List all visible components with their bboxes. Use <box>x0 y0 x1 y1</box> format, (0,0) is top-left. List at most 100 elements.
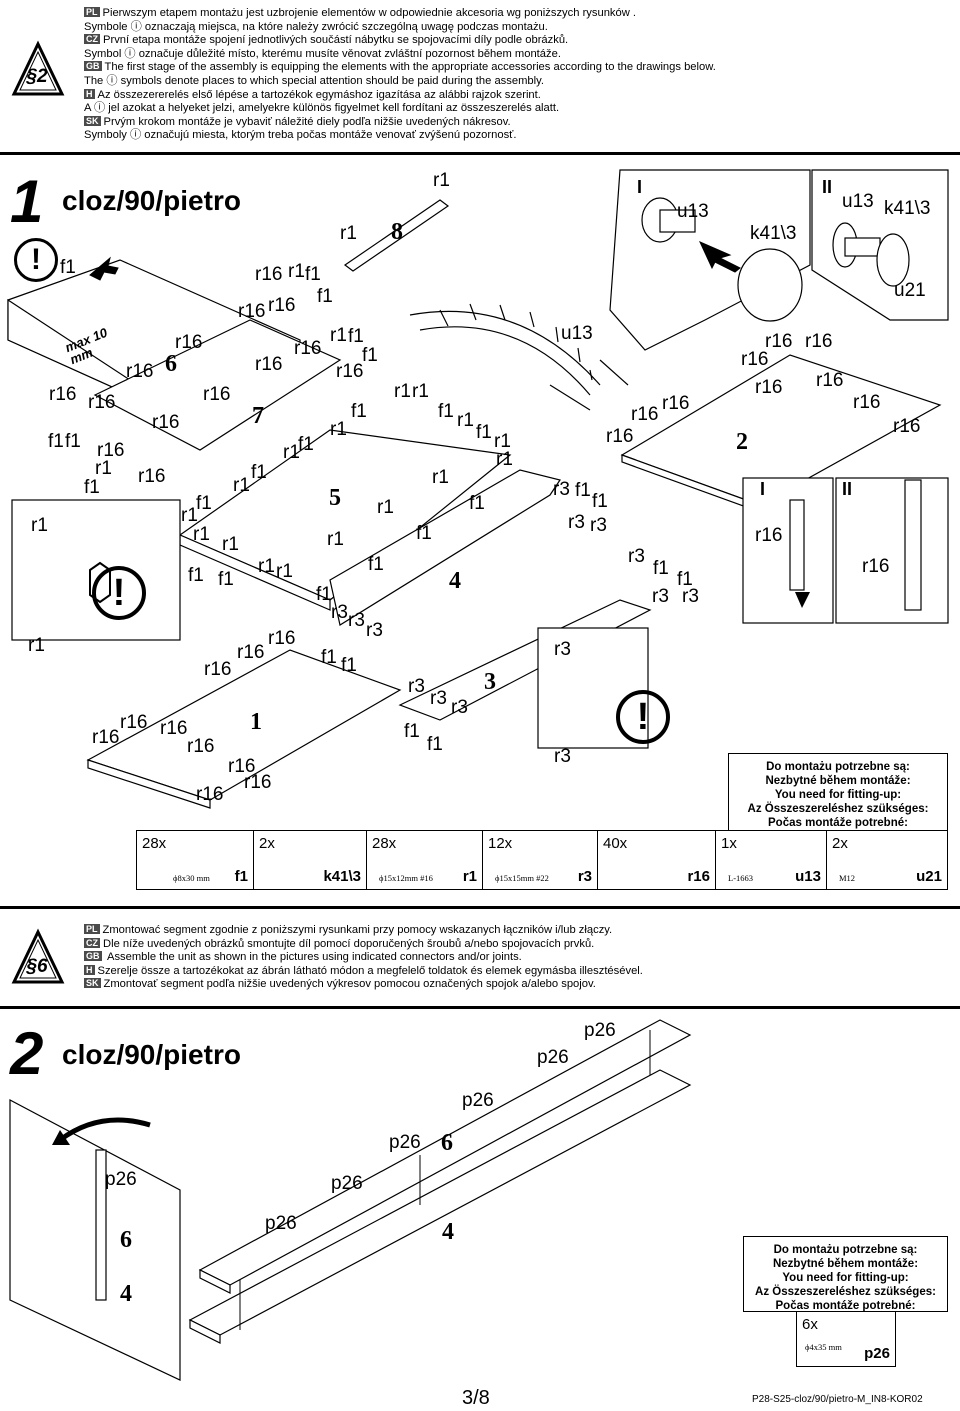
part-label: r3 <box>554 746 571 767</box>
part-label: f1 <box>218 569 234 590</box>
panel-number: 4 <box>120 1281 132 1307</box>
instruction-text: Szerelje össze a tartozékokat az ábrán l… <box>97 964 643 977</box>
part-code: r16 <box>687 868 710 885</box>
part-label: f1 <box>653 558 669 579</box>
part-label: p26 <box>389 1132 421 1153</box>
part-label: r3 <box>652 586 669 607</box>
part-label: r16 <box>49 384 77 405</box>
warning-icon: ! <box>616 690 670 744</box>
part-label: u13 <box>561 323 593 344</box>
part-label: p26 <box>462 1090 494 1111</box>
assembly-drawing-1 <box>7 169 949 809</box>
part-label: f1 <box>348 326 364 347</box>
part-quantity: 6x <box>802 1316 818 1333</box>
part-label: r16 <box>755 525 783 546</box>
part-label: r16 <box>862 556 890 577</box>
panel-number: 8 <box>391 219 403 245</box>
part-label: r16 <box>893 416 921 437</box>
part-label: r16 <box>805 331 833 352</box>
part-label: f1 <box>351 401 367 422</box>
part-label: f1 <box>476 422 492 443</box>
panel-number: 4 <box>449 568 461 594</box>
section-badge: §6 <box>26 956 48 977</box>
panel-number: 3 <box>484 669 496 695</box>
part-label: r16 <box>336 361 364 382</box>
language-tag: GB <box>84 61 102 72</box>
part-label: r3 <box>348 610 365 631</box>
part-label: r1 <box>95 458 112 479</box>
part-label: r16 <box>244 772 272 793</box>
part-label: r16 <box>175 332 203 353</box>
part-label: r3 <box>553 479 570 500</box>
document-code: P28-S25-cloz/90/pietro-M_IN8-KOR02 <box>752 1394 923 1405</box>
panel-number: 6 <box>120 1227 132 1253</box>
part-label: r1 <box>31 515 48 536</box>
part-label: r1 <box>330 325 347 346</box>
part-label: r16 <box>88 392 116 413</box>
requirement-line: Az Összeszereléshez szükséges: <box>747 803 929 815</box>
part-label: f1 <box>404 721 420 742</box>
part-label: p26 <box>584 1020 616 1041</box>
instruction-text: Dle níže uvedených obrázků smontujte díl… <box>103 937 595 950</box>
requirement-line: Počas montáže potrebné: <box>768 817 908 829</box>
part-dimension: ϕ8x30 mm <box>173 873 210 883</box>
callout-part-label: u13 <box>842 191 874 212</box>
warning-triangle-icon <box>11 40 65 96</box>
section-badge: §2 <box>26 66 48 87</box>
part-label: f1 <box>251 462 267 483</box>
part-label: r16 <box>755 377 783 398</box>
part-label: r16 <box>126 361 154 382</box>
instruction-text: Assemble the unit as shown in the pictur… <box>104 951 522 964</box>
divider <box>0 906 960 909</box>
requirement-line: Do montażu potrzebne są: <box>766 761 910 773</box>
part-label: r1 <box>494 431 511 452</box>
part-dimension: L-1663 <box>728 873 754 883</box>
part-label: r1 <box>222 534 239 555</box>
part-label: r16 <box>294 338 322 359</box>
part-label: f1 <box>317 286 333 307</box>
part-label: f1 <box>188 565 204 586</box>
part-label: r16 <box>255 264 283 285</box>
page-number: 3/8 <box>462 1387 490 1409</box>
callout-part-label: u13 <box>677 201 709 222</box>
part-label: r1 <box>181 505 198 526</box>
part-code: r1 <box>462 868 477 885</box>
part-code: p26 <box>864 1345 890 1362</box>
part-label: p26 <box>331 1173 363 1194</box>
instruction-text: The ⓘ symbols denote places to which spe… <box>84 75 544 87</box>
part-label: r16 <box>816 370 844 391</box>
panel-number: 7 <box>252 403 264 429</box>
instruction-text: Symbol ⓘ označuje důležité místo, kterém… <box>84 47 561 60</box>
language-tag: SK <box>84 115 101 126</box>
part-label: r3 <box>331 602 348 623</box>
detail-label-i: I <box>760 479 766 499</box>
language-tag: GB <box>84 951 102 962</box>
part-label: r16 <box>268 295 296 316</box>
language-tag: CZ <box>84 937 100 948</box>
part-quantity: 2x <box>832 835 848 852</box>
parts-list: 6x ϕ4x35 mm p26 <box>796 1311 896 1367</box>
instruction-text: Symbole ⓘ oznaczają miejsca, na które na… <box>84 20 548 33</box>
language-tag: H <box>84 88 95 99</box>
instruction-line: Symboly ⓘ označujú miesta, ktorým treba … <box>84 129 516 143</box>
language-tag: PL <box>84 7 100 17</box>
part-label: r1 <box>283 442 300 463</box>
callout-label-ii: II <box>822 177 833 197</box>
part-label: f1 <box>298 434 314 455</box>
panel-number: 4 <box>442 1219 454 1245</box>
part-label: f1 <box>316 584 332 605</box>
step-number: 1 <box>10 168 44 235</box>
part-label: r16 <box>196 784 224 805</box>
part-quantity: 12x <box>488 835 513 852</box>
part-label: f1 <box>438 401 454 422</box>
part-label: r3 <box>430 688 447 709</box>
part-label: f1 <box>677 569 693 590</box>
part-label: r1 <box>457 410 474 431</box>
part-label: r16 <box>92 727 120 748</box>
instruction-line: Symbole ⓘ oznaczają miejsca, na które na… <box>84 21 548 35</box>
